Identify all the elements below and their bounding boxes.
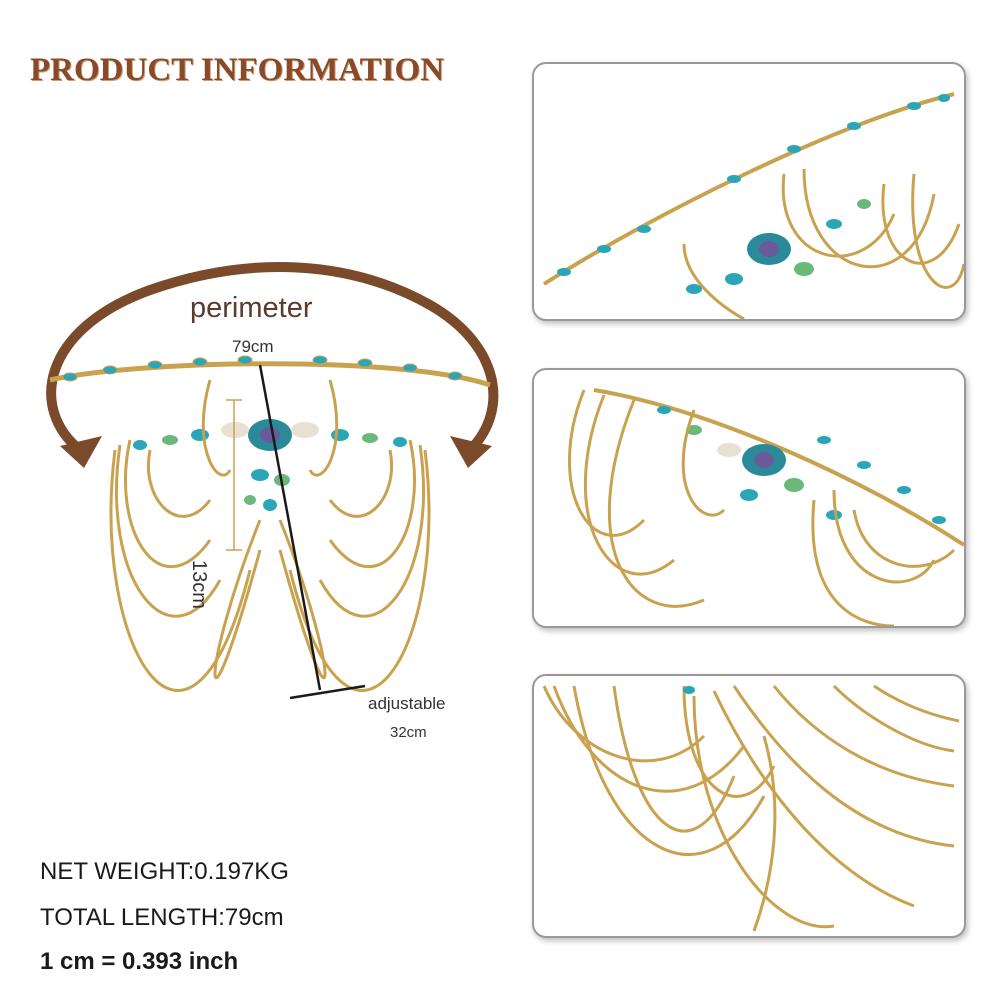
perimeter-label: perimeter: [190, 292, 313, 324]
adjustable-value: 32cm: [390, 724, 427, 741]
height-value: 13cm: [188, 560, 210, 609]
conversion-text: 1 cm = 0.393 inch: [40, 948, 239, 975]
product-photo-2: [532, 368, 966, 628]
product-diagram: [46, 262, 499, 700]
perimeter-value: 79cm: [232, 337, 274, 356]
page-title: PRODUCT INFORMATION: [30, 52, 445, 88]
product-photo-1: [532, 62, 966, 321]
adjustable-label: adjustable: [368, 694, 446, 713]
product-photo-3: [532, 674, 966, 938]
net-weight-text: NET WEIGHT:0.197KG: [40, 858, 289, 885]
total-length-text: TOTAL LENGTH:79cm: [40, 904, 284, 931]
